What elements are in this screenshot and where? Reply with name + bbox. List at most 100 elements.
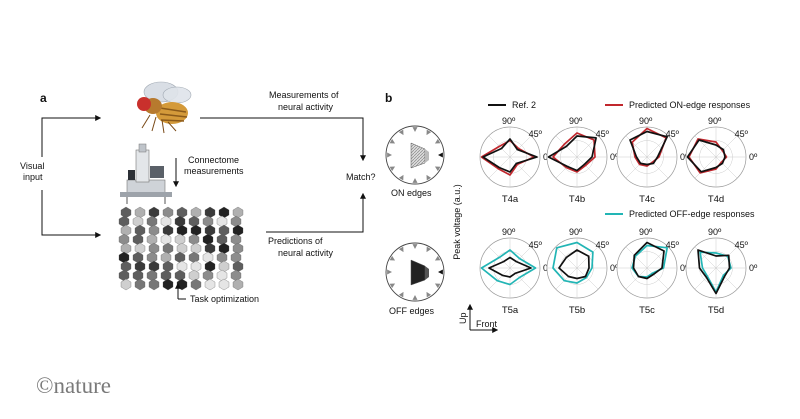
network-node [134,278,146,291]
angle-45-label: 45º [735,240,749,250]
visual-input-label-2: input [23,172,43,182]
polar-trace [482,138,538,173]
legend-off-label: Predicted OFF-edge responses [629,209,755,219]
network-node [148,206,160,219]
cell-type-label: T4c [639,194,655,205]
panel-b-label: b [385,91,392,105]
cell-type-label: T5a [502,305,519,316]
network-node [218,224,230,237]
network-node [132,215,144,228]
network-node [146,251,158,264]
network-node [120,242,132,255]
network-node [202,233,214,246]
angle-90-label: 90º [708,227,722,237]
fly-illustration [137,81,192,134]
network-node [188,233,200,246]
network-node [232,260,244,273]
network-node [162,224,174,237]
angle-90-label: 90º [639,227,653,237]
task-optimization-label: Task optimization [190,294,259,304]
network-node [132,269,144,282]
polar-trace [488,256,532,278]
arrow-input-to-network [41,190,102,238]
network-node [162,242,174,255]
direction-marker-icon [426,291,432,298]
network-node [218,260,230,273]
angle-45-label: 45º [529,240,543,250]
predictions-label-2: neural activity [278,248,334,258]
network-node [190,278,202,291]
direction-marker-icon [434,138,441,144]
visual-input-label-1: Visual [20,161,44,171]
angle-45-label: 45º [596,240,610,250]
network-node [188,251,200,264]
direction-marker-icon [412,127,418,132]
match-label: Match? [346,172,376,182]
legend-on-label: Predicted ON-edge responses [629,100,751,110]
polar-trace [480,249,537,286]
network-node [188,215,200,228]
angle-45-label: 45º [666,129,680,139]
direction-marker-icon [389,138,396,144]
angle-90-label: 90º [569,227,583,237]
network-node [216,215,228,228]
up-axis-label: Up [458,312,468,324]
angle-90-label: 90º [502,227,516,237]
arrow-input-to-fly [41,115,102,157]
network-node [132,233,144,246]
direction-marker-icon [389,166,396,172]
network-node [230,251,242,264]
network-node [120,260,132,273]
arrow-measurements [200,117,366,162]
network-node [232,224,244,237]
network-node [174,251,186,264]
polar-plot-grid: 90º45º0ºT4a90º45º0ºT4b90º45º0ºT4c90º45º0… [479,116,758,316]
polar-trace [632,241,665,280]
network-node [134,260,146,273]
network-node [218,278,230,291]
angle-0-label: 0º [749,263,758,273]
network-node [118,269,130,282]
measurements-label-2: neural activity [278,102,334,112]
network-node [190,260,202,273]
direction-marker-icon [398,246,404,253]
angle-90-label: 90º [708,116,722,126]
cell-type-label: T4a [502,194,519,205]
front-axis-label: Front [476,319,498,329]
network-node [174,233,186,246]
network-node [120,278,132,291]
network-node [230,233,242,246]
direction-marker-icon [389,255,396,261]
network-node [160,269,172,282]
network-node [204,242,216,255]
network-node [176,242,188,255]
legend-ref-label: Ref. 2 [512,100,536,110]
direction-marker-icon [387,269,392,275]
angle-90-label: 90º [639,116,653,126]
network-node [204,224,216,237]
network-node [204,260,216,273]
direction-marker-icon [438,152,443,158]
network-node [160,251,172,264]
network-node [146,269,158,282]
network-node [160,215,172,228]
direction-marker-icon [434,283,441,289]
network-node [230,269,242,282]
network-node [132,251,144,264]
network-node [218,206,230,219]
polar-trace [629,130,669,166]
cell-type-label: T5c [639,305,655,316]
network-node [160,233,172,246]
direction-marker-icon [434,255,441,261]
network-node [176,260,188,273]
network-node [216,233,228,246]
network-node [216,269,228,282]
angle-45-label: 45º [666,240,680,250]
network-node [190,242,202,255]
polar-trace [552,241,594,284]
angle-0-label: 0º [610,263,619,273]
direction-marker-icon [426,246,432,253]
